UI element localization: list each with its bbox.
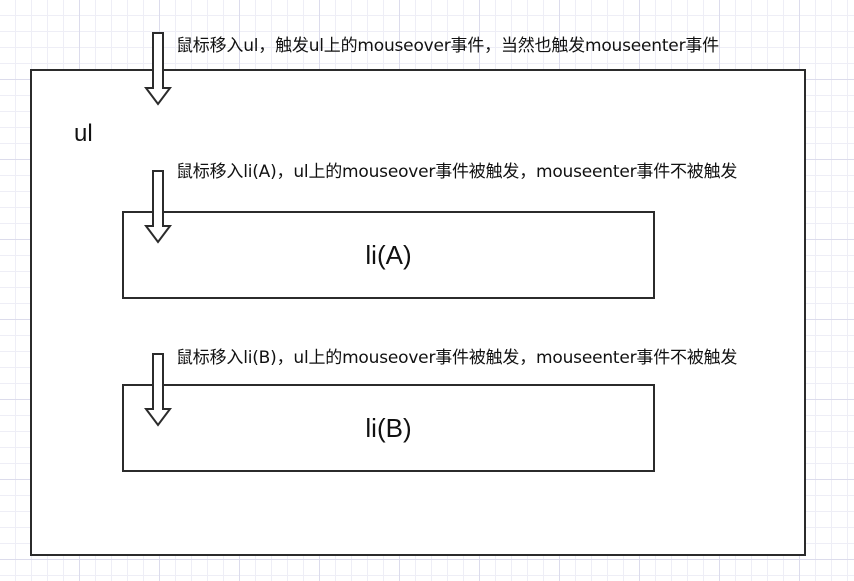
down-arrow-icon — [144, 170, 172, 244]
li-b-label: li(B) — [365, 412, 412, 443]
annotation-enter-ul: 鼠标移入ul，触发ul上的mouseover事件，当然也触发mouseenter… — [176, 36, 719, 56]
down-arrow-icon — [144, 353, 172, 427]
li-a-box — [122, 211, 655, 299]
down-arrow-icon — [144, 32, 172, 106]
li-a-label: li(A) — [365, 239, 412, 270]
li-b-box — [122, 384, 655, 472]
annotation-enter-li-a: 鼠标移入li(A)，ul上的mouseover事件被触发，mouseenter事… — [176, 162, 738, 182]
annotation-enter-li-b: 鼠标移入li(B)，ul上的mouseover事件被触发，mouseenter事… — [176, 348, 738, 368]
ul-label: ul — [74, 120, 93, 147]
ul-container-box — [30, 69, 806, 556]
